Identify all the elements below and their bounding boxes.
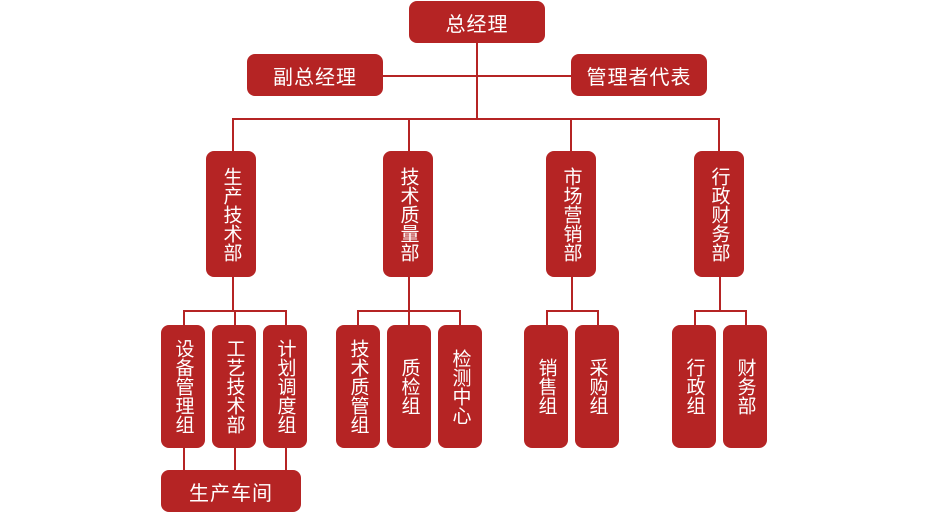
node-management-representative[interactable]: 管理者代表 <box>571 54 707 96</box>
connector-dept-0 <box>232 118 234 151</box>
connector-d3-down <box>719 277 721 311</box>
connector-top <box>476 42 478 119</box>
connector-d1-down <box>408 277 410 311</box>
node-sales[interactable]: 销售组 <box>524 325 568 448</box>
node-dept-tech-quality[interactable]: 技术质量部 <box>383 151 433 277</box>
connector-d0-down <box>232 277 234 311</box>
connector-w0 <box>183 447 185 471</box>
connector-d1-c1 <box>408 310 410 326</box>
node-finance[interactable]: 财务部 <box>723 325 767 448</box>
node-dept-marketing[interactable]: 市场营销部 <box>546 151 596 277</box>
connector-dept-3 <box>718 118 720 151</box>
connector-dept-1 <box>408 118 410 151</box>
node-production-workshop[interactable]: 生产车间 <box>161 470 301 512</box>
node-quality-inspection[interactable]: 质检组 <box>387 325 431 448</box>
node-testing-center[interactable]: 检测中心 <box>438 325 482 448</box>
node-planning-scheduling[interactable]: 计划调度组 <box>263 325 307 448</box>
node-process-technology[interactable]: 工艺技术部 <box>212 325 256 448</box>
node-dept-admin-finance[interactable]: 行政财务部 <box>694 151 744 277</box>
connector-d2-c1 <box>597 310 599 326</box>
node-equipment-management[interactable]: 设备管理组 <box>161 325 205 448</box>
node-administration[interactable]: 行政组 <box>672 325 716 448</box>
connector-d2-c0 <box>546 310 548 326</box>
connector-d3-c0 <box>694 310 696 326</box>
node-deputy-general-manager[interactable]: 副总经理 <box>247 54 383 96</box>
connector-d2-bar <box>546 310 598 312</box>
connector-d3-bar <box>694 310 746 312</box>
node-purchasing[interactable]: 采购组 <box>575 325 619 448</box>
connector-d0-c1 <box>234 310 236 326</box>
node-general-manager[interactable]: 总经理 <box>409 1 545 43</box>
node-dept-production-tech[interactable]: 生产技术部 <box>206 151 256 277</box>
connector-d1-c2 <box>459 310 461 326</box>
connector-d0-c0 <box>183 310 185 326</box>
connector-d1-c0 <box>357 310 359 326</box>
connector-w1 <box>234 447 236 471</box>
node-tech-quality-control[interactable]: 技术质管组 <box>336 325 380 448</box>
connector-dept-bar <box>232 118 719 120</box>
connector-d2-down <box>571 277 573 311</box>
connector-side <box>382 75 572 77</box>
connector-dept-2 <box>570 118 572 151</box>
connector-d3-c1 <box>745 310 747 326</box>
connector-w2 <box>285 447 287 471</box>
connector-d0-c2 <box>285 310 287 326</box>
